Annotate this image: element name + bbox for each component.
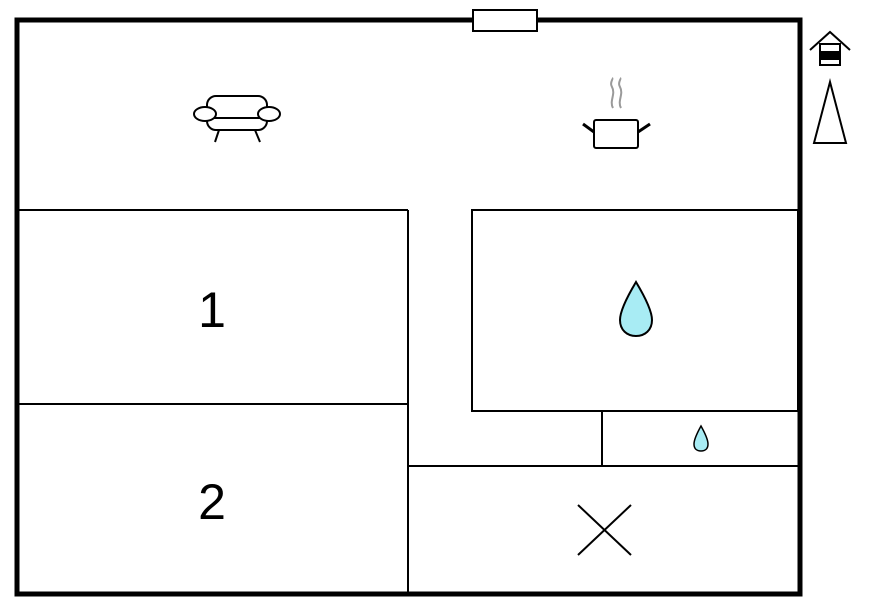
small-water-drop-icon — [693, 424, 709, 452]
interior-walls — [17, 209, 799, 594]
north-arrow-icon — [812, 78, 848, 144]
cooking-pot-icon — [582, 77, 651, 149]
room-number-1: 1 — [198, 282, 226, 338]
entrance-house-icon — [809, 30, 851, 66]
room-number-2: 2 — [198, 474, 226, 530]
water-drop-icon — [618, 280, 654, 338]
window — [472, 9, 538, 32]
sofa-icon — [193, 95, 281, 143]
cross-icon — [577, 504, 632, 556]
